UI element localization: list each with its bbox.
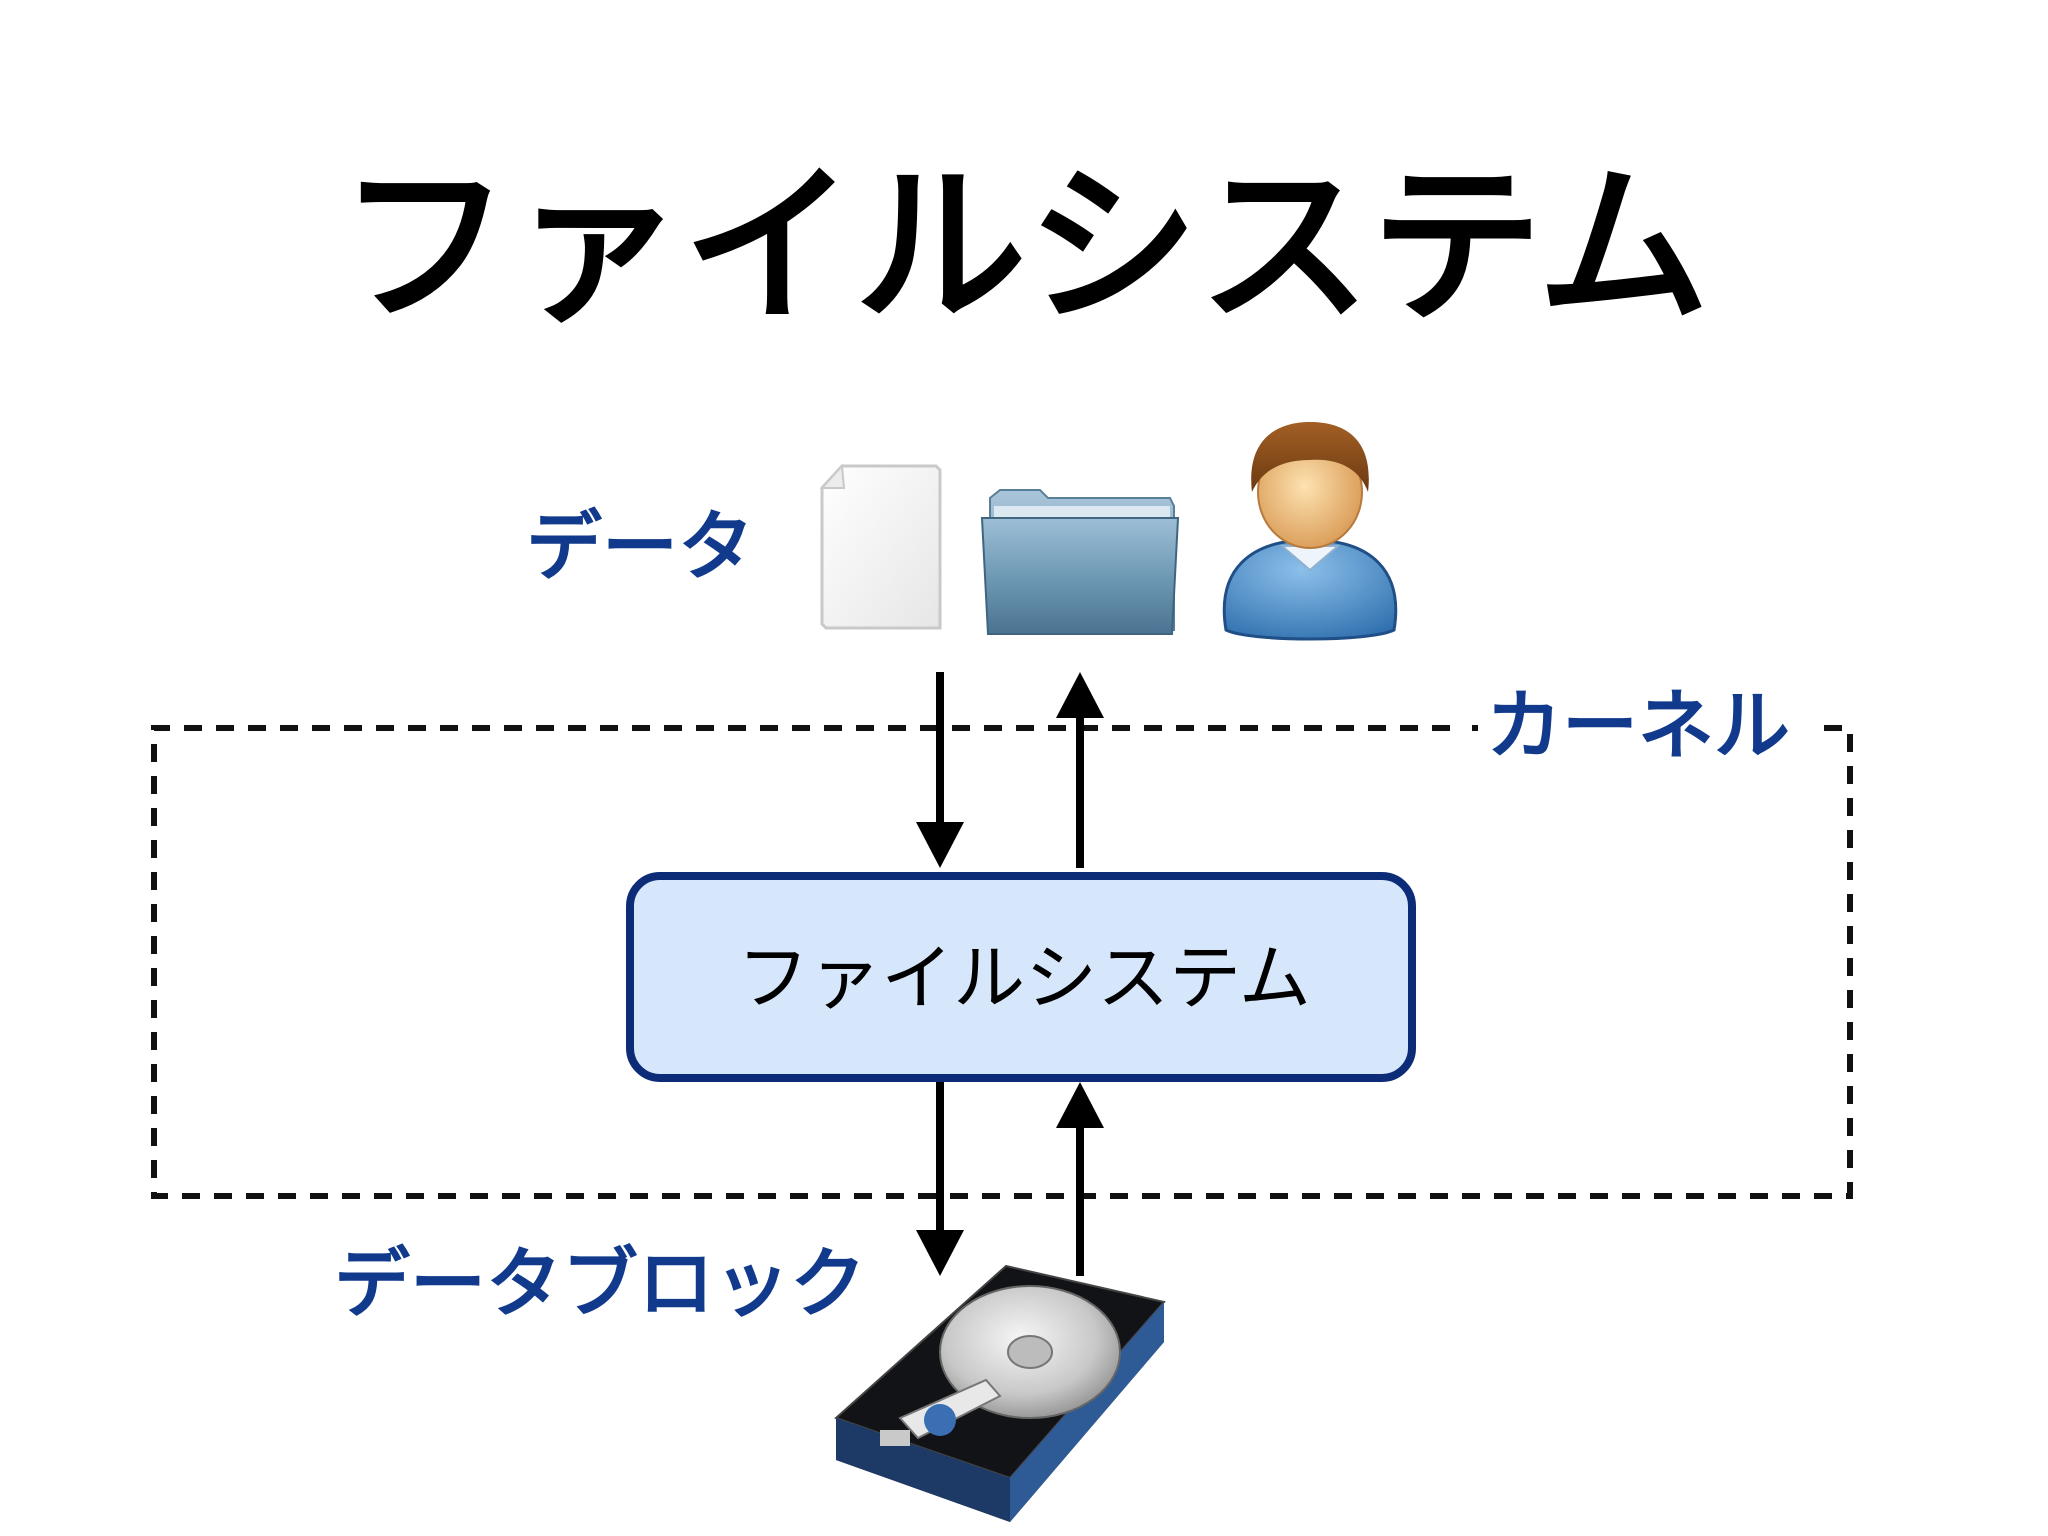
filesystem-box-label: ファイルシステム [737, 936, 1311, 1020]
user-icon [1222, 422, 1398, 641]
data-block-label: データブロック [334, 1239, 866, 1328]
folder-icon [980, 489, 1180, 635]
slide-title: ファイルシステム [339, 146, 1710, 347]
arrow-disk-to-filesystem [1056, 1082, 1104, 1276]
filesystem-box: ファイルシステム [626, 872, 1416, 1082]
kernel-label: カーネル [1486, 681, 1790, 770]
hard-disk-icon [834, 1264, 1166, 1522]
document-icon [819, 463, 942, 630]
arrow-data-to-filesystem [916, 672, 964, 868]
data-label: データ [526, 502, 754, 591]
arrow-filesystem-to-disk [916, 1082, 964, 1276]
arrow-filesystem-to-data [1056, 672, 1104, 868]
